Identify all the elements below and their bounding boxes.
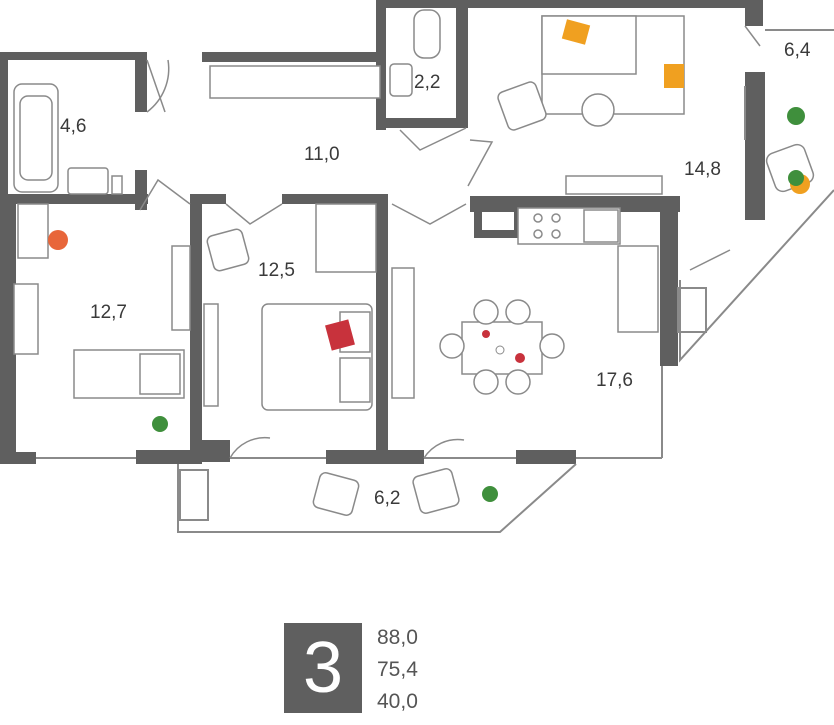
room-area-living-room: 14,8 <box>684 159 721 180</box>
sink-icon <box>67 167 109 195</box>
accents <box>48 19 810 502</box>
room-area-bedroom-left: 12,7 <box>90 302 127 323</box>
room-count-badge: 3 <box>284 623 362 713</box>
wardrobe-icon <box>13 283 39 355</box>
pillow-icon <box>664 64 684 88</box>
living-area: 75,4 <box>377 658 418 681</box>
room-area-hallway: 11,0 <box>304 144 340 165</box>
room-area-kitchen: 17,6 <box>596 370 633 391</box>
desk-icon <box>17 203 49 259</box>
coffee-table <box>581 93 615 127</box>
room-area-balcony-bottom: 6,2 <box>374 488 400 509</box>
pillow-icon <box>325 319 355 351</box>
lamp-icon <box>48 230 68 250</box>
third-area: 40,0 <box>377 690 418 713</box>
armchair-icon <box>206 228 250 272</box>
room-area-wc: 2,2 <box>414 72 440 93</box>
room-area-bedroom-center: 12,5 <box>258 260 295 281</box>
room-area-balcony-right: 6,4 <box>784 40 811 61</box>
armchair-icon <box>412 468 460 514</box>
floor-plan: 4,6 11,0 2,2 14,8 6,4 12,7 12,5 17,6 6,2 <box>0 0 834 533</box>
wardrobe-icon <box>171 245 191 331</box>
kitchen-cabinet <box>209 65 381 99</box>
doors <box>139 25 761 459</box>
area-summary: 88,0 75,4 40,0 <box>377 622 467 718</box>
room-area-bathroom: 4,6 <box>60 116 86 137</box>
total-area: 88,0 <box>377 626 418 649</box>
tv-stand <box>565 175 663 195</box>
toilet-icon <box>413 9 441 59</box>
room-labels: 4,6 11,0 2,2 14,8 6,4 12,7 12,5 17,6 6,2 <box>60 40 811 509</box>
armchair-icon <box>497 81 547 131</box>
armchair-icon <box>312 472 360 516</box>
pillow-icon <box>561 19 591 45</box>
furniture <box>13 9 815 516</box>
balcony-outlines <box>36 29 834 533</box>
wardrobe-icon <box>315 203 377 273</box>
plant-icon <box>152 107 805 502</box>
